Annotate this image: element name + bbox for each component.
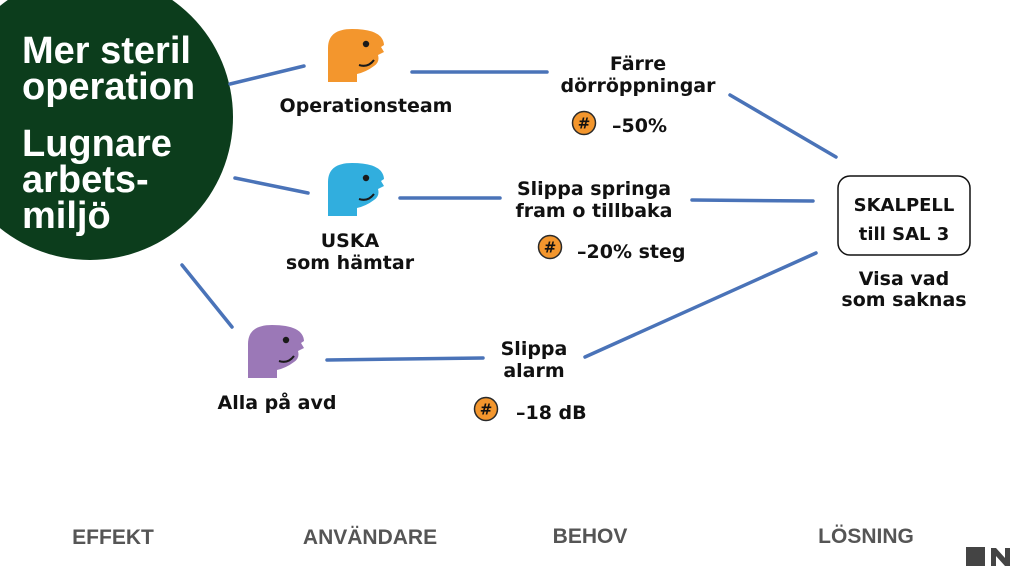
link-need-1-to-solution: [728, 93, 838, 159]
effect-2-line-2: arbets-: [22, 159, 149, 201]
need-1-metric: –50%: [612, 115, 667, 137]
user-icon-uska: [328, 163, 384, 216]
head-icon: [328, 163, 384, 216]
solution-box: [837, 175, 971, 256]
column-label-losning: LÖSNING: [818, 525, 914, 548]
link-need-3-to-solution: [583, 251, 818, 359]
user-icon-operationsteam: [328, 29, 384, 82]
metric-badge-1: #: [571, 110, 597, 136]
effect-circle: [0, 0, 233, 260]
need-2-line-2: fram o tillbaka: [515, 200, 672, 222]
need-1-line-2: dörröppningar: [560, 75, 716, 97]
effect-1-line-2: operation: [22, 66, 195, 108]
smile-icon: [278, 355, 295, 363]
link-alla-to-need-3: [325, 356, 485, 362]
hash-badge-icon: [537, 234, 563, 260]
hash-badge-icon: [473, 396, 499, 422]
metric-badge-2: #: [537, 234, 563, 260]
user-label-alla: Alla på avd: [217, 390, 336, 414]
eye-icon: [362, 40, 370, 48]
effect-2-line-3: miljö: [22, 195, 111, 237]
connector-lines: [180, 64, 838, 362]
metric-badge-3: #: [473, 396, 499, 422]
effect-2-line-1: Lugnare: [22, 123, 172, 165]
eye-icon: [282, 336, 290, 344]
eye-icon: [362, 174, 370, 182]
link-effect-to-alla: [180, 263, 234, 329]
need-3-metric: –18 dB: [516, 402, 587, 424]
need-3-line-1: Slippa: [501, 338, 568, 360]
hash-symbol: #: [544, 239, 557, 257]
hash-symbol: #: [480, 401, 493, 419]
head-icon: [248, 325, 304, 378]
solution-caption-line-1: Visa vad: [859, 268, 949, 290]
need-2-line-1: Slippa springa: [517, 178, 671, 200]
hash-symbol: #: [578, 115, 591, 133]
logo-square: [966, 547, 985, 566]
brand-logo-icon: [966, 547, 1010, 566]
link-need-2-to-solution: [690, 198, 815, 203]
column-label-behov: BEHOV: [553, 525, 628, 548]
link-effect-to-operationsteam: [228, 64, 306, 86]
link-effect-to-uska: [233, 176, 310, 195]
solution-line-2: till SAL 3: [859, 224, 950, 245]
need-1-line-1: Färre: [610, 53, 666, 75]
hash-badge-icon: [571, 110, 597, 136]
user-icon-alla: [248, 325, 304, 378]
solution-line-1: SKALPELL: [854, 195, 955, 216]
logo-letter: [991, 548, 1010, 566]
head-icon: [328, 29, 384, 82]
user-label-uska-line-1: USKA: [321, 230, 380, 252]
user-label-operationsteam: Operationsteam: [280, 95, 453, 117]
column-label-effekt: EFFEKT: [72, 526, 154, 549]
need-2-metric: –20% steg: [577, 241, 685, 263]
smile-icon: [358, 193, 375, 201]
solution-caption-line-2: som saknas: [841, 289, 966, 311]
need-3-line-2: alarm: [503, 360, 564, 382]
user-label-uska-line-2: som hämtar: [286, 252, 415, 274]
column-label-anvandare: ANVÄNDARE: [303, 526, 437, 549]
smile-icon: [358, 59, 375, 67]
effect-1-line-1: Mer steril: [22, 30, 191, 72]
